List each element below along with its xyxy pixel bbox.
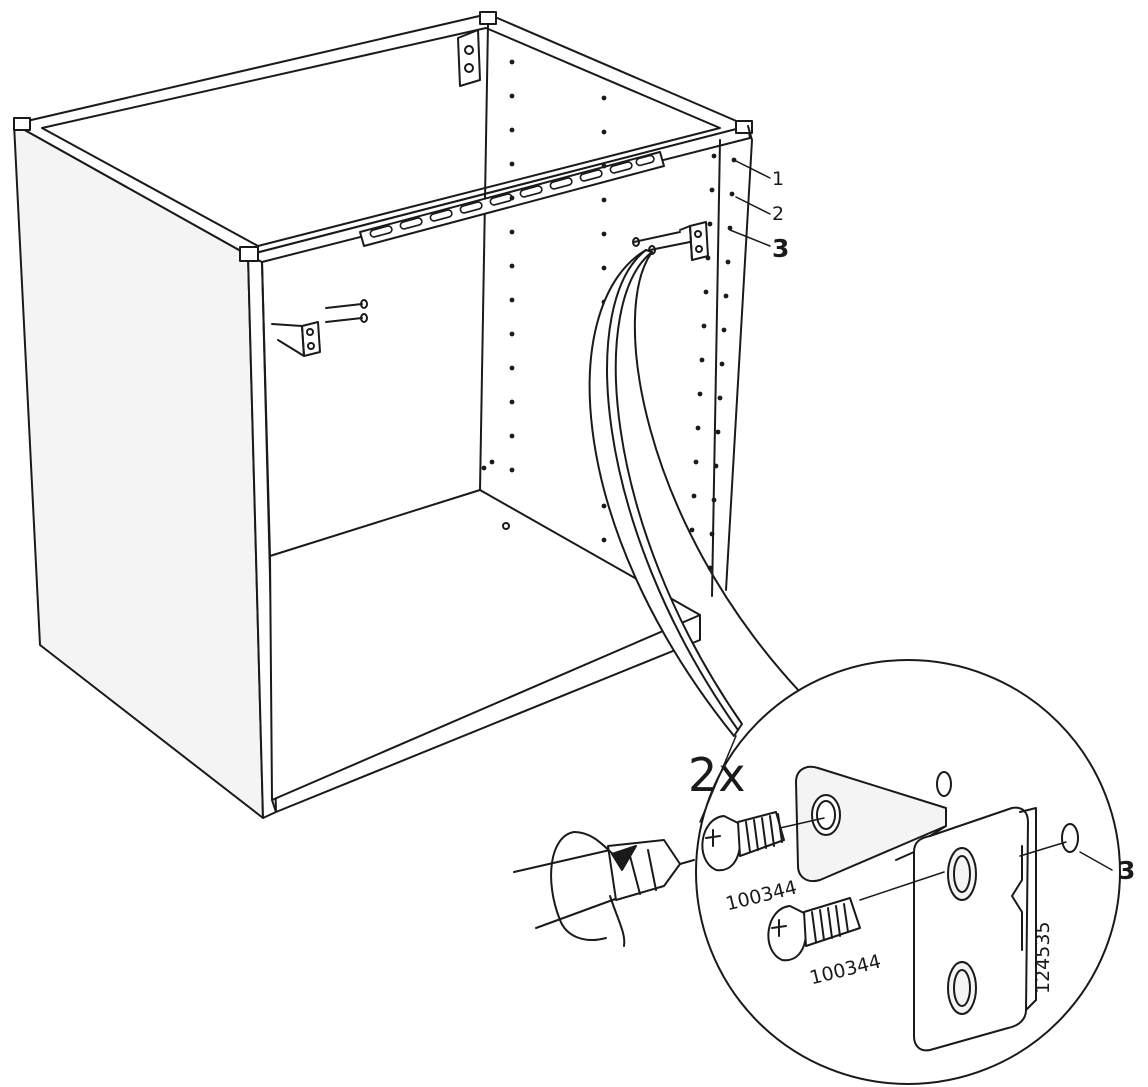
- hole-label-3: 3: [772, 234, 790, 263]
- cabinet-top-rim-inner: [41, 27, 721, 247]
- left-wall-bracket: [271, 299, 368, 357]
- bracket-hole: [464, 63, 474, 73]
- corner-block: [13, 117, 31, 131]
- screw-leader-lines: [699, 735, 1113, 901]
- zoom-connector: [588, 249, 743, 737]
- cabinet-left-inner-edge: [261, 261, 271, 557]
- wall-hole: [1061, 823, 1079, 853]
- zoom-connector-outer: [633, 251, 801, 693]
- corner-block: [479, 11, 497, 25]
- screwdriver: [513, 839, 695, 929]
- bracket-part-number: 124535: [1032, 921, 1054, 994]
- screw-100344: [767, 897, 861, 962]
- hole-leader-lines: [729, 160, 771, 247]
- zoom-circle: [695, 659, 1121, 1085]
- quantity-label: 2x: [688, 748, 747, 802]
- wall-hole: [936, 771, 952, 797]
- hole-label-2: 2: [772, 203, 785, 225]
- screw-100344: [701, 811, 785, 872]
- corner-block: [239, 246, 259, 262]
- bracket-124535: [795, 765, 1037, 1052]
- bottom-hole: [502, 522, 510, 530]
- rail-slots: [369, 154, 655, 238]
- cabinet: [13, 11, 753, 819]
- cabinet-right-side-panel: [725, 125, 753, 591]
- callout-label-3: 3: [1118, 856, 1136, 885]
- corner-block: [735, 120, 753, 134]
- right-wall-bracket: [632, 221, 709, 261]
- rotation-arrow-icon: [550, 831, 637, 947]
- cabinet-back-edge: [479, 23, 489, 491]
- hole-label-1: 1: [772, 168, 785, 190]
- cabinet-right-inner-face: [711, 139, 721, 597]
- cabinet-bottom-front-edge: [271, 614, 701, 813]
- zoom-connector-inner: [606, 249, 739, 731]
- back-corner-bracket: [457, 29, 481, 87]
- bracket-hole: [464, 45, 474, 55]
